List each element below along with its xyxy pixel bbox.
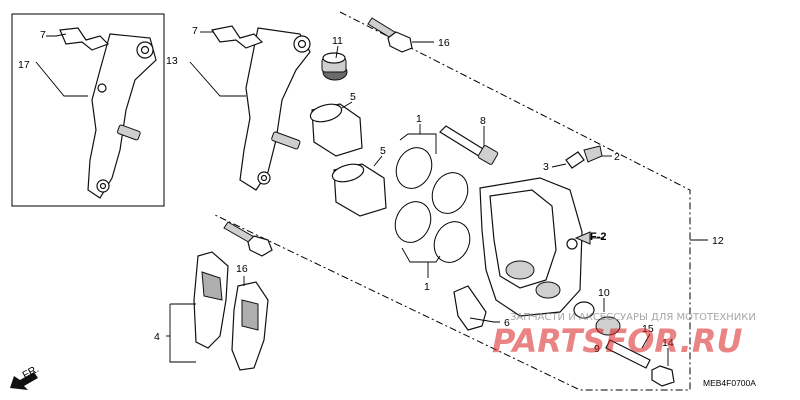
watermark: ЗАПЧАСТИ И АКСЕССУАРЫ ДЛЯ МОТОТЕХНИКИ PA…	[492, 312, 756, 360]
caliper-bracket-17	[59, 27, 157, 199]
callout-13: 13	[166, 55, 178, 67]
section-ref-f2: F-2	[590, 231, 607, 243]
callout-9: 9	[594, 343, 600, 355]
brake-pads-4	[193, 251, 269, 371]
bolt-16-mid	[223, 221, 273, 257]
pad-spring-6	[453, 285, 487, 331]
callout-labels: 17 7 13 7 11 16 5 5 1 1 8 3 2 12 16 4 6 …	[18, 25, 756, 388]
callout-15: 15	[642, 323, 654, 335]
callout-14: 14	[662, 337, 674, 349]
front-arrow-label: FR.	[20, 363, 41, 382]
callout-10: 10	[598, 287, 610, 299]
front-direction-arrow-icon	[10, 372, 38, 390]
caliper-assembly-frame	[214, 11, 691, 391]
callout-2: 2	[614, 151, 620, 163]
bolt-16-top	[367, 17, 413, 53]
callout-17: 17	[18, 59, 30, 71]
pin-bolt-8	[439, 125, 499, 165]
callout-5-bottom: 5	[380, 145, 386, 157]
callout-16-pads: 16	[236, 263, 248, 275]
callout-1-top: 1	[416, 113, 422, 125]
watermark-tagline: ЗАПЧАСТИ И АКСЕССУАРЫ ДЛЯ МОТОТЕХНИКИ	[510, 312, 756, 323]
seals-1	[394, 147, 471, 263]
caliper-bracket-13	[211, 25, 311, 191]
callout-3: 3	[543, 161, 549, 173]
callout-5-top: 5	[350, 91, 356, 103]
callout-16-top: 16	[438, 37, 450, 49]
leader-lines	[35, 31, 708, 366]
caliper-body-12	[479, 177, 583, 317]
callout-6: 6	[504, 317, 510, 329]
pin-assembly-10-15-14	[573, 301, 675, 387]
callout-7-left: 7	[40, 29, 46, 41]
callout-11: 11	[332, 35, 343, 47]
part-11-nut	[321, 52, 348, 81]
pistons-5	[309, 103, 387, 217]
drawing-code: MEB4F0700A	[703, 378, 756, 388]
callout-1-bottom: 1	[424, 281, 430, 293]
bleeder-2-3	[565, 145, 603, 169]
callout-8: 8	[480, 115, 486, 127]
bracket-group-frame	[11, 13, 165, 207]
callout-12: 12	[712, 235, 724, 247]
watermark-brand: PARTSFOR.RU	[492, 322, 742, 360]
callout-7-right: 7	[192, 25, 198, 37]
callout-4: 4	[154, 331, 160, 343]
